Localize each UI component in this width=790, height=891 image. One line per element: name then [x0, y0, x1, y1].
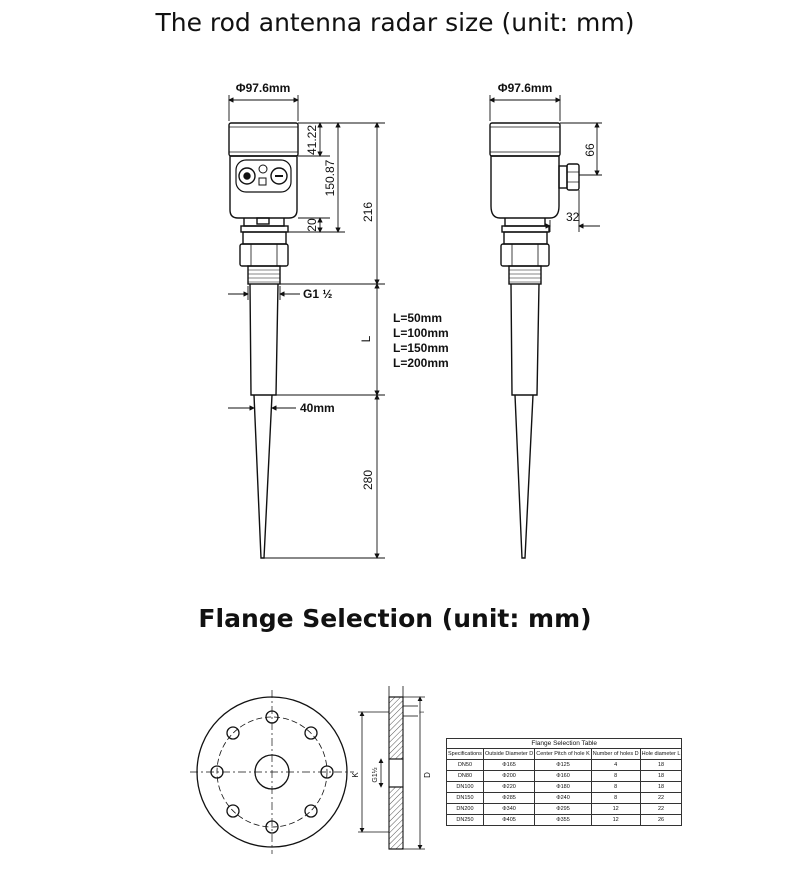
- table-row: DN100 Φ220 Φ180 8 18: [446, 781, 683, 793]
- flange-top-view: [190, 690, 354, 854]
- table-header: Specifications: [446, 748, 484, 760]
- table-cell: 26: [639, 814, 683, 826]
- table-cell: Φ340: [482, 803, 536, 815]
- dim-32: 32: [566, 210, 580, 224]
- main-title: The rod antenna radar size (unit: mm): [155, 8, 635, 37]
- rod-diameter-label: 40mm: [300, 401, 335, 415]
- flange-section-view: [388, 696, 404, 850]
- table-row: DN50 Φ165 Φ125 4 18: [446, 759, 683, 771]
- table-cell: Φ180: [534, 781, 592, 793]
- table-cell: 12: [590, 803, 641, 815]
- table-cell: Φ285: [482, 792, 536, 804]
- table-cell: DN50: [446, 759, 484, 771]
- length-option-3: L=150mm: [393, 341, 449, 355]
- table-cell: Φ355: [534, 814, 592, 826]
- table-cell: 22: [639, 803, 683, 815]
- table-cell: DN100: [446, 781, 484, 793]
- table-cell: DN250: [446, 814, 484, 826]
- side-diameter-label: Φ97.6mm: [498, 81, 553, 95]
- front-dimensions: [228, 95, 385, 559]
- table-cell: 18: [639, 759, 683, 771]
- table-cell: DN150: [446, 792, 484, 804]
- table-cell: 4: [590, 759, 641, 771]
- dim-length-symbol: L: [359, 335, 373, 342]
- length-option-1: L=50mm: [393, 311, 442, 325]
- table-cell: 22: [639, 792, 683, 804]
- table-cell: Φ200: [482, 770, 536, 782]
- table-row: DN200 Φ340 Φ295 12 22: [446, 803, 683, 815]
- table-cell: Φ240: [534, 792, 592, 804]
- dim-280: 280: [361, 470, 375, 490]
- table-cell: Φ160: [534, 770, 592, 782]
- side-view: [489, 122, 580, 559]
- table-cell: 8: [590, 770, 641, 782]
- table-cell: Φ165: [482, 759, 536, 771]
- table-header-row: Specifications Outside Diameter D Center…: [446, 748, 683, 760]
- flange-d-label: D: [423, 772, 432, 778]
- dim-41-22: 41.22: [305, 125, 319, 155]
- table-header: Number of holes D: [590, 748, 641, 760]
- table-cell: DN80: [446, 770, 484, 782]
- table-cell: 12: [590, 814, 641, 826]
- side-dimensions: [489, 95, 602, 232]
- table-cell: 18: [639, 781, 683, 793]
- thread-label: G1 ½: [303, 287, 332, 301]
- dim-216: 216: [361, 202, 375, 222]
- flange-dimensions: [358, 686, 425, 850]
- flange-title: Flange Selection (unit: mm): [198, 604, 592, 633]
- flange-g-label: G1½: [371, 767, 379, 782]
- dim-66: 66: [583, 143, 597, 157]
- table-cell: 8: [590, 781, 641, 793]
- table-row: DN250 Φ405 Φ355 12 26: [446, 814, 683, 826]
- table-row: DN150 Φ285 Φ240 8 22: [446, 792, 683, 804]
- front-diameter-label: Φ97.6mm: [236, 81, 291, 95]
- dim-20: 20: [305, 218, 319, 232]
- table-header: Outside Diameter D: [482, 748, 536, 760]
- length-option-4: L=200mm: [393, 356, 449, 370]
- table-cell: Φ295: [534, 803, 592, 815]
- table-cell: Φ220: [482, 781, 536, 793]
- table-row: DN80 Φ200 Φ160 8 18: [446, 770, 683, 782]
- flange-k-label: K: [351, 772, 360, 778]
- flange-selection-table: Flange Selection Table Specifications Ou…: [446, 738, 683, 826]
- flange-thickness-label: T: [420, 710, 426, 714]
- front-view: [228, 122, 299, 559]
- table-cell: Φ125: [534, 759, 592, 771]
- table-cell: 18: [639, 770, 683, 782]
- table-cell: DN200: [446, 803, 484, 815]
- table-header: Hole diameter L: [639, 748, 683, 760]
- length-option-2: L=100mm: [393, 326, 449, 340]
- flange-table-title: Flange Selection Table: [446, 738, 683, 748]
- table-cell: 8: [590, 792, 641, 804]
- dim-150-87: 150.87: [323, 159, 337, 196]
- table-header: Center Pitch of hole K: [534, 748, 592, 760]
- table-cell: Φ405: [482, 814, 536, 826]
